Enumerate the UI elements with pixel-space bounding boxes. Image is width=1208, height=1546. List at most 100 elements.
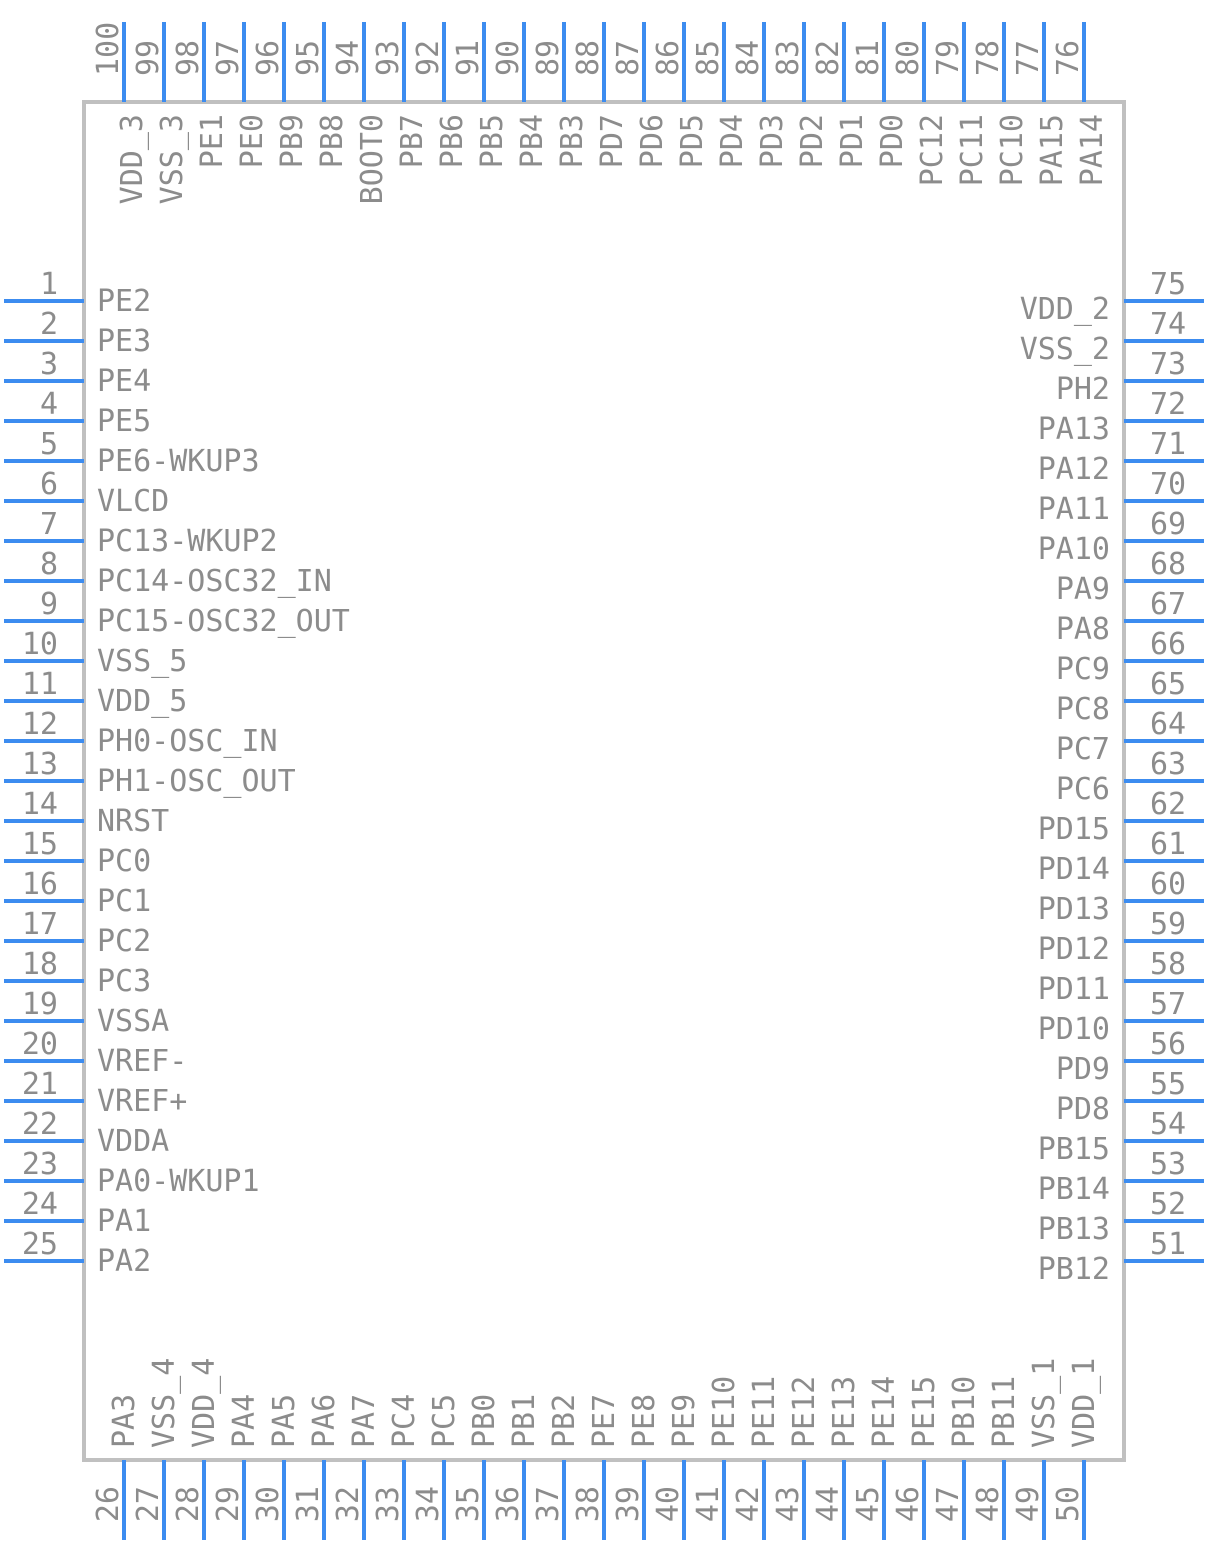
- pin-number: 27: [131, 1486, 166, 1522]
- pin-name: PD11: [1038, 972, 1110, 1007]
- pin-name: PA9: [1056, 572, 1110, 607]
- pin-number: 96: [251, 40, 286, 76]
- pin-number: 23: [22, 1147, 58, 1182]
- pin-name: NRST: [97, 804, 169, 839]
- pin-name: VSSA: [97, 1004, 169, 1039]
- pin-name: PA5: [267, 1394, 302, 1448]
- pin-number: 83: [771, 40, 806, 76]
- pin-name: PB7: [395, 114, 430, 168]
- pin-name: PA10: [1038, 532, 1110, 567]
- pin-name: PD4: [715, 114, 750, 168]
- pin-number: 25: [22, 1227, 58, 1262]
- pin-name: PB3: [555, 114, 590, 168]
- pin-number: 31: [291, 1486, 326, 1522]
- pin-number: 13: [22, 747, 58, 782]
- pin-name: PE10: [707, 1376, 742, 1448]
- pin-name: PH0-OSC_IN: [97, 724, 278, 759]
- pin-number: 48: [971, 1486, 1006, 1522]
- pin-number: 82: [811, 40, 846, 76]
- pin-number: 91: [451, 40, 486, 76]
- left-pin: 14 NRST: [4, 787, 169, 839]
- pin-name: PC2: [97, 924, 151, 959]
- pin-number: 58: [1150, 947, 1186, 982]
- pin-name: PD9: [1056, 1052, 1110, 1087]
- pin-number: 73: [1150, 347, 1186, 382]
- pin-name: PB4: [515, 114, 550, 168]
- pin-name: PE5: [97, 404, 151, 439]
- pin-number: 32: [331, 1486, 366, 1522]
- left-pin: 9 PC15-OSC32_OUT: [4, 587, 350, 639]
- pin-name: PA15: [1035, 114, 1070, 186]
- pin-name: PD5: [675, 114, 710, 168]
- pin-name: PA2: [97, 1244, 151, 1279]
- pin-number: 14: [22, 787, 58, 822]
- pin-number: 72: [1150, 387, 1186, 422]
- pin-number: 21: [22, 1067, 58, 1102]
- pin-number: 88: [571, 40, 606, 76]
- pin-name: PC15-OSC32_OUT: [97, 604, 350, 639]
- pin-number: 55: [1150, 1067, 1186, 1102]
- pin-name: PC7: [1056, 732, 1110, 767]
- pin-name: PA4: [227, 1394, 262, 1448]
- pin-number: 66: [1150, 627, 1186, 662]
- pin-name: PA8: [1056, 612, 1110, 647]
- bottom-pin: 40 PE9: [651, 1394, 702, 1540]
- pin-name: VDD_3: [115, 114, 150, 204]
- pin-number: 40: [651, 1486, 686, 1522]
- pin-name: PD0: [875, 114, 910, 168]
- pin-name: PD1: [835, 114, 870, 168]
- pin-number: 62: [1150, 787, 1186, 822]
- pin-name: PE9: [667, 1394, 702, 1448]
- pin-name: PA6: [307, 1394, 342, 1448]
- ic-body: [82, 100, 1126, 1462]
- pin-name: PC6: [1056, 772, 1110, 807]
- pin-number: 49: [1011, 1486, 1046, 1522]
- pin-number: 11: [22, 667, 58, 702]
- pin-name: PD13: [1038, 892, 1110, 927]
- pin-name: PB5: [475, 114, 510, 168]
- pin-name: VSS_5: [97, 644, 187, 679]
- pin-number: 46: [891, 1486, 926, 1522]
- pin-number: 22: [22, 1107, 58, 1142]
- pin-number: 79: [931, 40, 966, 76]
- pin-number: 9: [40, 587, 58, 622]
- pin-number: 95: [291, 40, 326, 76]
- pin-name: PC12: [915, 114, 950, 186]
- pin-number: 26: [91, 1486, 126, 1522]
- pin-name: PC0: [97, 844, 151, 879]
- pin-number: 97: [211, 40, 246, 76]
